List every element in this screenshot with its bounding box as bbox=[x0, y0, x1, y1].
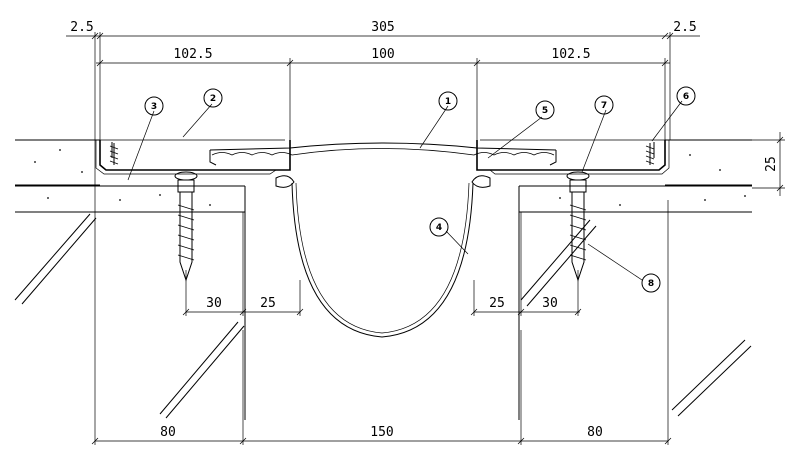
dim-top-left-gap: 2.5 bbox=[70, 20, 93, 35]
dim-mid-left: 102.5 bbox=[173, 47, 212, 62]
callout-4-label: 4 bbox=[436, 223, 442, 233]
anchors bbox=[174, 171, 590, 282]
dim-top-overall: 305 bbox=[371, 20, 394, 35]
callout-7: 7 bbox=[594, 95, 614, 115]
concrete-slabs bbox=[15, 139, 752, 420]
callout-3-label: 3 bbox=[151, 102, 157, 112]
screws bbox=[109, 143, 655, 165]
dim-mid-right: 102.5 bbox=[551, 47, 590, 62]
callout-3: 3 bbox=[144, 96, 164, 116]
callout-6: 6 bbox=[676, 86, 696, 106]
dim-anchor-right-a: 25 bbox=[489, 296, 505, 311]
dim-anchor-right-b: 30 bbox=[542, 296, 558, 311]
callout-8: 8 bbox=[641, 273, 661, 293]
dim-top-right-gap: 2.5 bbox=[673, 20, 696, 35]
callout-2: 2 bbox=[203, 88, 223, 108]
seal-loop-inner bbox=[295, 182, 470, 334]
leader-lines bbox=[127, 100, 683, 281]
callout-2-label: 2 bbox=[210, 94, 216, 104]
seal-loop bbox=[291, 182, 474, 338]
callout-6-label: 6 bbox=[683, 92, 689, 102]
break-hatching bbox=[14, 213, 752, 419]
dim-mid-center: 100 bbox=[371, 47, 394, 62]
callout-4: 4 bbox=[429, 217, 449, 237]
dim-anchor-left-a: 30 bbox=[206, 296, 222, 311]
dim-bottom-left: 80 bbox=[160, 425, 176, 440]
callout-1: 1 bbox=[438, 91, 458, 111]
callout-5: 5 bbox=[535, 100, 555, 120]
callout-8-label: 8 bbox=[648, 279, 654, 289]
dim-bottom-center: 150 bbox=[370, 425, 393, 440]
cover-assembly bbox=[95, 139, 670, 188]
callout-1-label: 1 bbox=[445, 97, 451, 107]
dim-bottom-right: 80 bbox=[587, 425, 603, 440]
dim-anchor-left-b: 25 bbox=[260, 296, 276, 311]
dimension-labels: 2.5 305 2.5 102.5 100 102.5 25 30 25 25 … bbox=[70, 20, 779, 440]
callout-7-label: 7 bbox=[601, 101, 607, 111]
callout-5-label: 5 bbox=[542, 106, 548, 116]
dim-height-right: 25 bbox=[764, 156, 779, 172]
dimension-lines bbox=[66, 32, 785, 445]
